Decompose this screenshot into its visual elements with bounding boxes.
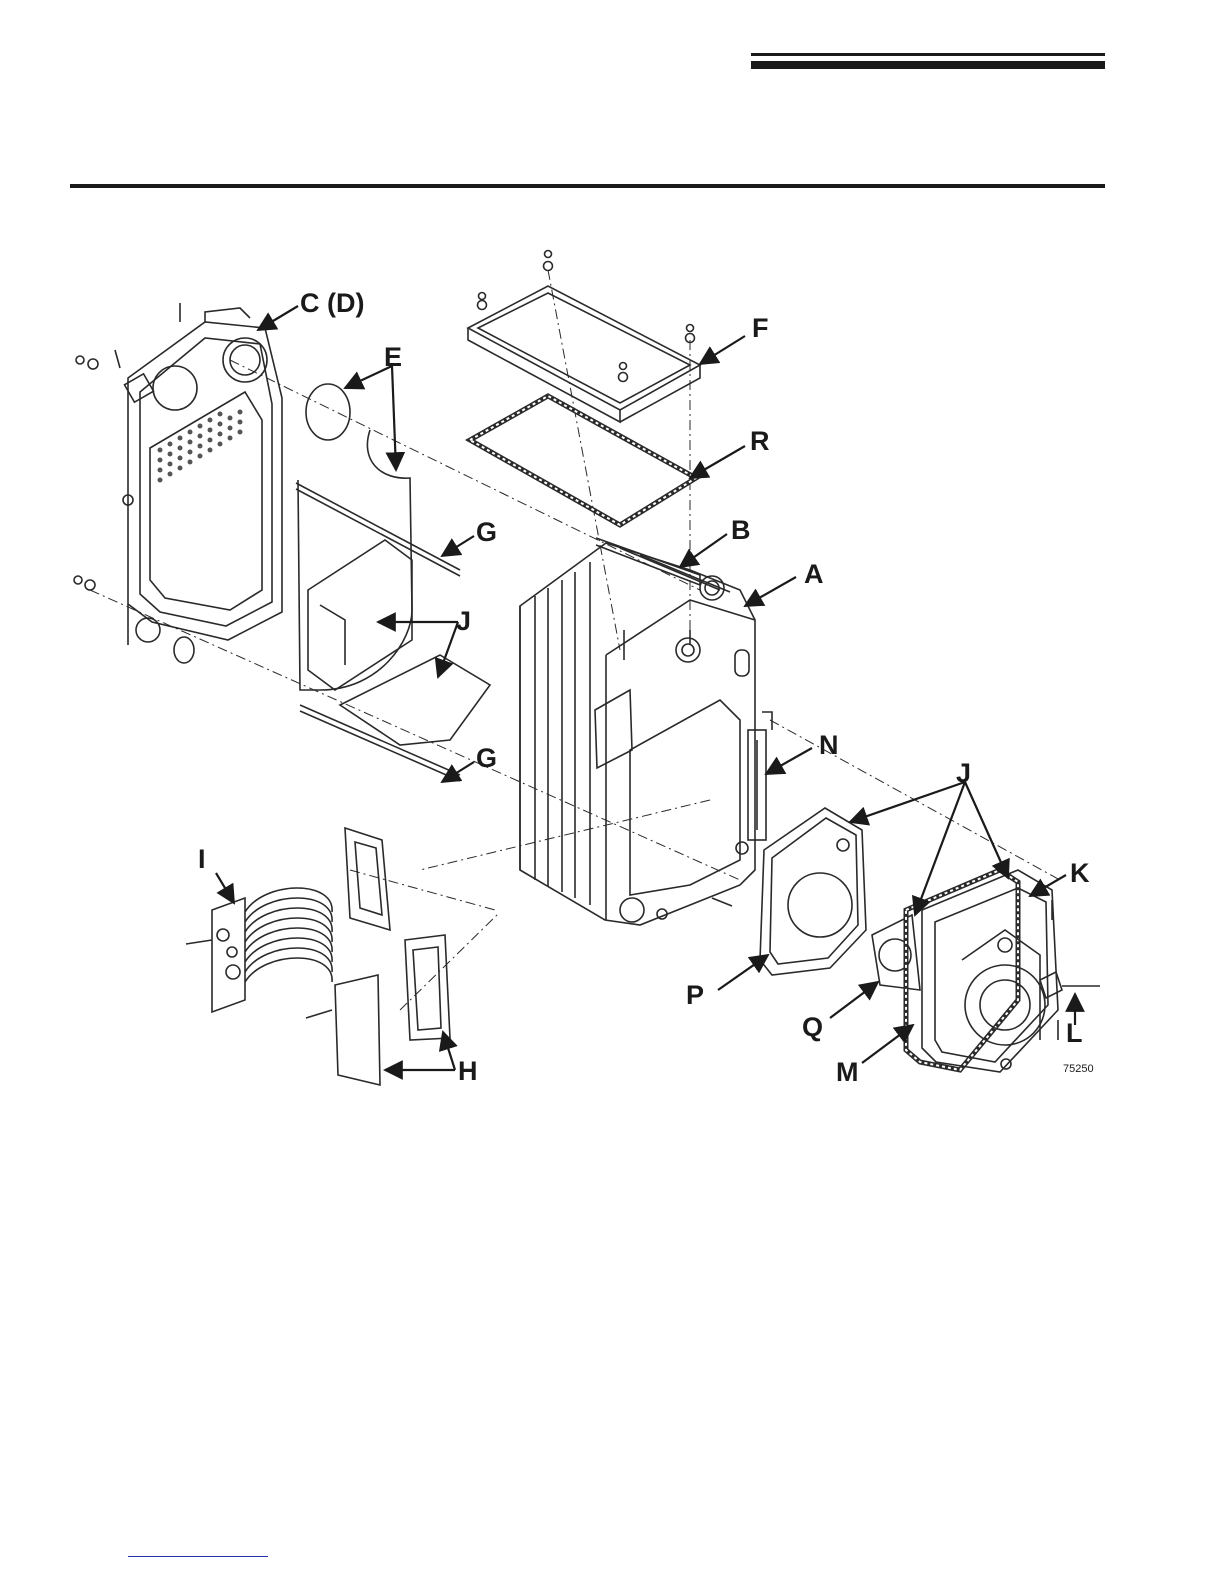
drawing-number: 75250 xyxy=(1063,1063,1094,1075)
callout-e: E xyxy=(384,344,402,371)
seal-ring-lower xyxy=(174,637,194,663)
flue-collector-f xyxy=(468,286,700,422)
leader-arrows xyxy=(216,306,1075,1070)
callout-j-upper: J xyxy=(456,608,471,635)
door-stud xyxy=(712,898,732,906)
rear-section-c-d xyxy=(123,308,282,645)
boiler-assembly-a xyxy=(520,538,755,925)
rope-gasket-r xyxy=(470,396,696,525)
tie-rod-upper xyxy=(296,483,460,576)
callout-k: K xyxy=(1070,860,1090,887)
callout-m: P xyxy=(686,982,704,1009)
callout-a: A xyxy=(804,561,824,588)
callout-l: N xyxy=(819,732,839,759)
callout-c-d: C (D) xyxy=(300,290,364,317)
tankless-coil-i xyxy=(186,888,332,1012)
coil-gasket-lower xyxy=(405,935,450,1040)
rear-hardware xyxy=(74,303,180,590)
perforation-pattern xyxy=(158,410,243,483)
callout-f: F xyxy=(752,315,769,342)
footer-rule xyxy=(128,1556,268,1557)
callout-h: H xyxy=(458,1058,478,1085)
cover-screw xyxy=(306,1010,332,1018)
baffle-j-upper xyxy=(308,540,412,690)
callout-r: R xyxy=(750,428,770,455)
callout-q: M xyxy=(836,1059,859,1086)
tie-rod-lower xyxy=(300,705,460,781)
door-insulation-m xyxy=(760,808,866,975)
observation-port-p xyxy=(1040,972,1100,998)
callout-n: Q xyxy=(802,1014,823,1041)
burner-door-k xyxy=(922,870,1058,1072)
door-hinge-l xyxy=(748,712,772,840)
callout-j-lower: J xyxy=(956,760,971,787)
door-gasket-n xyxy=(872,915,920,990)
seal-ring-e xyxy=(306,384,350,440)
callout-g-upper: G xyxy=(476,519,497,546)
cover-plate-h xyxy=(335,975,380,1085)
callout-i: I xyxy=(198,846,206,873)
callout-p: L xyxy=(1066,1020,1083,1047)
callout-g-lower: G xyxy=(476,745,497,772)
callout-b: B xyxy=(731,517,751,544)
